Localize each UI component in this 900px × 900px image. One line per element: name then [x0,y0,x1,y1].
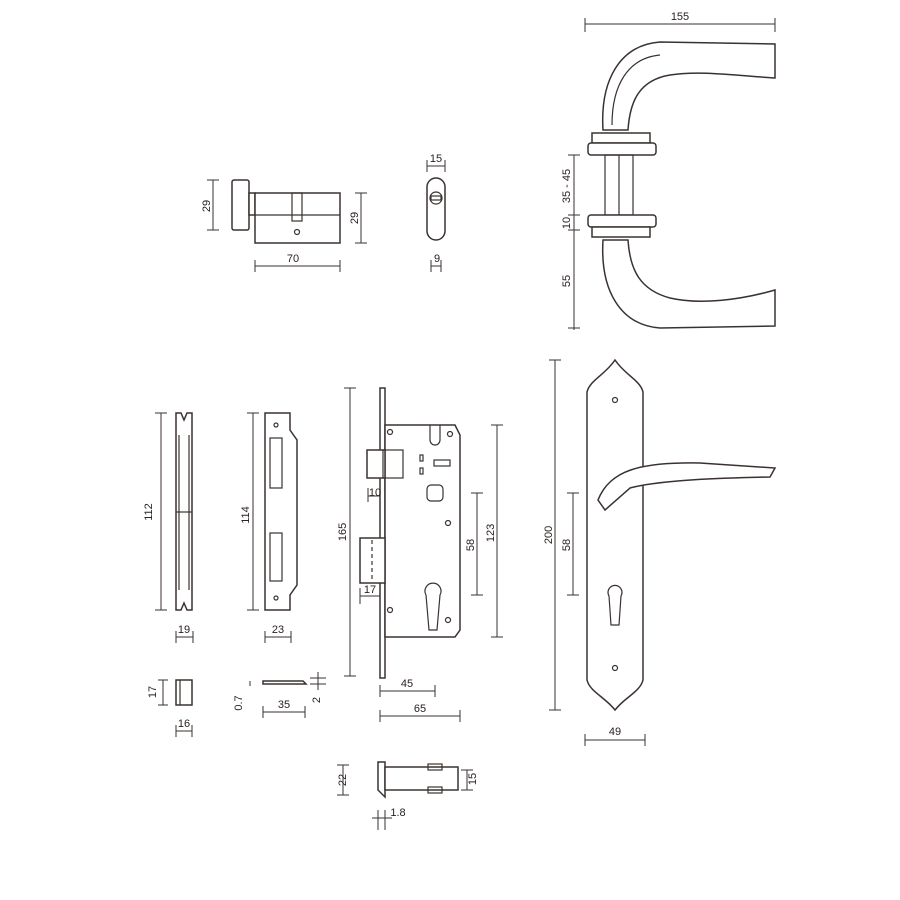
dimension-label: 29 [201,200,213,212]
dimension-label: 9 [434,253,440,265]
dimension-label: 123 [485,524,497,542]
dimension-label: 45 [401,678,413,690]
dimension-label: 200 [543,526,555,544]
dimension-cylinder: 29 29 70 [201,179,367,272]
dimension-label: 17 [364,584,376,596]
faceplate [175,412,193,611]
dimension-label: 10 [561,217,573,229]
dimension-label: 55 [561,275,573,287]
dimension-label: 155 [671,11,689,23]
backplate-handle-front-view [586,358,777,712]
key-escutcheon [426,177,446,241]
dimension-label: 29 [349,212,361,224]
strike-box: 17 16 [147,679,193,737]
dimension-label: 58 [561,539,573,551]
dimension-escutcheon: 15 9 [426,153,446,272]
dimension-mortise: 165 10 17 58 123 45 65 [337,387,503,722]
dimension-faceplate: 112 19 [143,412,194,643]
dimension-label: 10 [369,487,381,499]
dimension-label: 0.7 [233,695,245,710]
dimension-label: 23 [272,624,284,636]
dimension-backplate: 200 58 49 [543,359,646,746]
dimension-label: 112 [143,503,155,521]
dimension-label: 114 [240,506,252,524]
dimension-door-thickness: 35 - 45 10 55 [561,154,580,330]
dimension-label: 1.8 [390,807,405,819]
strike-plate [264,412,298,611]
dimension-label: 22 [337,774,349,786]
dimension-label: 16 [178,718,190,730]
dimension-label: 70 [287,253,299,265]
dimension-label: 65 [414,703,426,715]
dimension-label: 58 [465,539,477,551]
dimension-label: 15 [430,153,442,165]
strike-plate-side-view: 0.7 35 2 [233,672,326,718]
euro-cylinder [231,179,341,244]
dimension-label: 165 [337,523,349,541]
dimension-strike-plate: 114 23 [240,412,292,643]
dimension-label: 35 - 45 [561,169,573,203]
latch-box: 22 15 1.8 [337,761,479,830]
dimension-label: 2 [311,697,323,703]
dimension-label: 49 [609,726,621,738]
dimension-label: 19 [178,624,190,636]
mortise-lock-body [359,387,461,679]
lever-handle-side-view [587,41,776,329]
dimension-label: 35 [278,699,290,711]
dimension-label: 17 [147,686,159,698]
dimension-handle-width: 155 [584,11,776,32]
dimension-label: 15 [467,773,479,785]
